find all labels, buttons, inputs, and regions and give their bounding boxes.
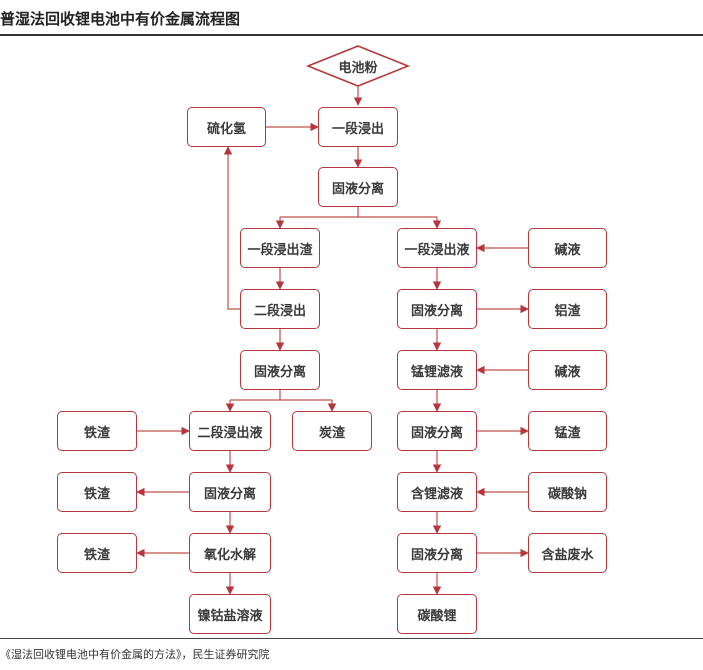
node-stage1-residue: 一段浸出渣 xyxy=(240,228,320,268)
node-sep-c: 固液分离 xyxy=(240,350,320,390)
node-ni-co-solution: 镍钴盐溶液 xyxy=(189,594,271,634)
node-lithium-carbonate: 碳酸锂 xyxy=(397,594,477,634)
node-sep-b: 固液分离 xyxy=(397,289,477,329)
node-h2s: 硫化氢 xyxy=(187,107,266,147)
source-note: 《湿法回收锂电池中有价金属的方法》，民生证券研究院 xyxy=(0,648,270,661)
node-iron-residue-a: 铁渣 xyxy=(57,411,137,451)
node-alkali-b: 碱液 xyxy=(528,350,607,390)
node-mn-li-filtrate: 锰锂滤液 xyxy=(397,350,477,390)
node-battery-powder: 电池粉 xyxy=(338,60,378,76)
node-aluminum-residue: 铝渣 xyxy=(528,289,607,329)
footer-divider xyxy=(0,638,703,639)
arrow-stage2-to-h2s xyxy=(223,146,240,310)
node-iron-residue-c: 铁渣 xyxy=(57,533,137,573)
title-divider xyxy=(0,34,703,36)
node-stage1-liquor: 一段浸出液 xyxy=(397,228,477,268)
node-stage1-leach: 一段浸出 xyxy=(318,107,398,147)
page-title: 普湿法回收锂电池中有价金属流程图 xyxy=(0,10,241,28)
node-sep-e: 固液分离 xyxy=(189,472,271,512)
node-sodium-carbonate: 碳酸钠 xyxy=(528,472,607,512)
node-saline-wastewater: 含盐废水 xyxy=(528,533,607,573)
node-sep-a: 固液分离 xyxy=(318,167,398,207)
node-stage2-leach: 二段浸出 xyxy=(240,289,320,329)
node-alkali-a: 碱液 xyxy=(528,228,607,268)
node-sep-f: 固液分离 xyxy=(397,533,477,573)
node-iron-residue-b: 铁渣 xyxy=(57,472,137,512)
node-sep-d: 固液分离 xyxy=(397,411,477,451)
node-oxidation-hydrolysis: 氧化水解 xyxy=(189,533,271,573)
node-li-filtrate: 含锂滤液 xyxy=(397,472,477,512)
node-manganese-residue: 锰渣 xyxy=(528,411,607,451)
node-carbon-residue: 炭渣 xyxy=(292,411,372,451)
node-stage2-liquor: 二段浸出液 xyxy=(189,411,271,451)
